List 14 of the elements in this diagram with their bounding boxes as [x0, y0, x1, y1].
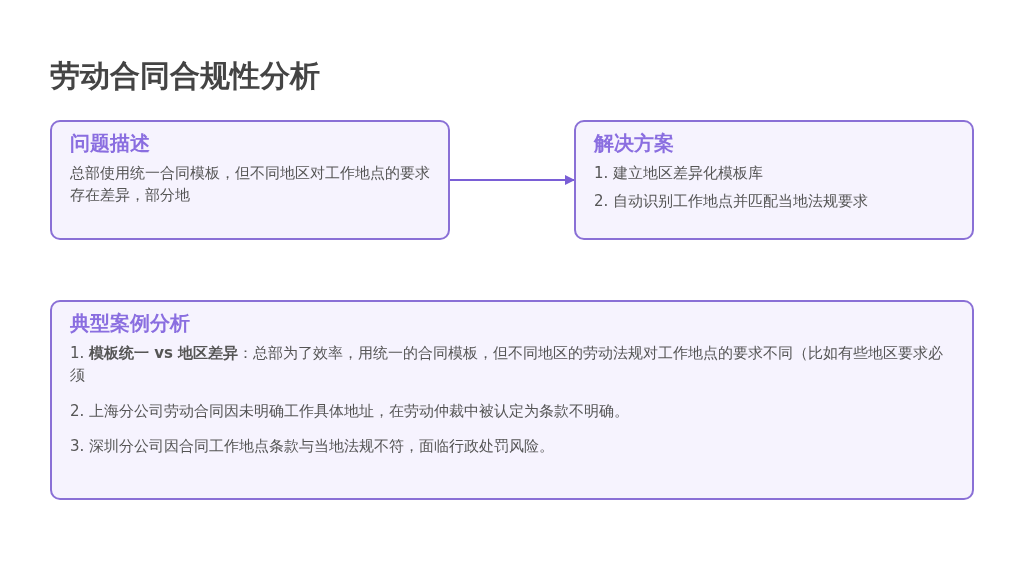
title: 劳动合同合规性分析: [50, 57, 320, 95]
card-heading: 典型案例分析: [70, 310, 191, 337]
card-text: 总部使用统一合同模板，但不同地区对工作地点的要求存在差异，部分地: [70, 163, 430, 206]
card-text: 3. 深圳分公司因合同工作地点条款与当地法规不符，面临行政处罚风险。: [70, 436, 556, 458]
card-heading: 问题描述: [70, 130, 151, 157]
arrow: [449, 175, 575, 185]
card-text: 1. 建立地区差异化模板库: [594, 163, 765, 184]
content-card: [50, 120, 450, 240]
card-text: 1. 模板统一 vs 地区差异：总部为了效率，用统一的合同模板，但不同地区的劳动法规对工作地点的要求不同（比如有些地区要求必须: [70, 343, 945, 386]
card-text: 2. 上海分公司劳动合同因未明确工作具体地址，在劳动仲裁中被认定为条款不明确。: [70, 400, 631, 422]
content-card: [50, 300, 974, 500]
content-card: [574, 120, 974, 240]
card-heading: 解决方案: [594, 130, 675, 157]
card-text: 2. 自动识别工作地点并匹配当地法规要求: [594, 190, 870, 212]
